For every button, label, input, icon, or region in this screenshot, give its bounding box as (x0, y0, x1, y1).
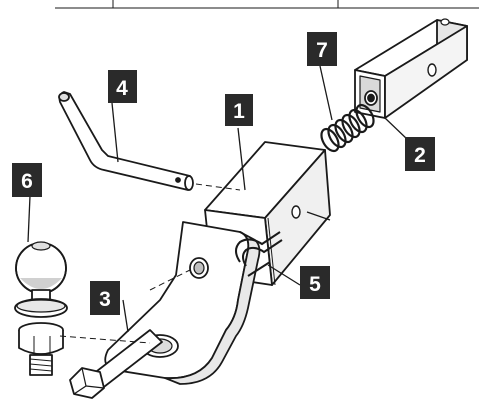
callout-number: 1 (233, 100, 245, 123)
callout-number: 3 (99, 288, 111, 311)
callout-number: 6 (21, 170, 33, 193)
callout-number: 7 (316, 39, 328, 62)
top-border (55, 0, 479, 9)
spring-clip (235, 231, 283, 277)
callout-box (108, 70, 137, 103)
callout-6: 6 (12, 163, 42, 197)
callout-number: 4 (116, 77, 128, 100)
callout-box (307, 32, 337, 66)
coil-spring (320, 103, 375, 153)
callout-number: 5 (309, 273, 321, 296)
callout-1: 1 (225, 94, 253, 126)
receiver-tube (354, 18, 468, 119)
assembly-guide-lines (59, 183, 241, 344)
callout-box (12, 163, 42, 197)
callout-4: 4 (108, 70, 137, 103)
callout-number: 2 (414, 144, 426, 167)
hitch-pin (58, 91, 194, 191)
callout-2: 2 (405, 137, 435, 171)
callout-box (90, 281, 120, 315)
hitch-ball (14, 241, 68, 376)
callout-box (300, 266, 330, 299)
callout-7: 7 (307, 32, 337, 66)
callout-5: 5 (300, 266, 330, 299)
callout-box (225, 94, 253, 126)
callout-3: 3 (90, 281, 120, 315)
callout-box (405, 137, 435, 171)
bolt (69, 329, 163, 399)
leader-lines (27, 65, 409, 333)
